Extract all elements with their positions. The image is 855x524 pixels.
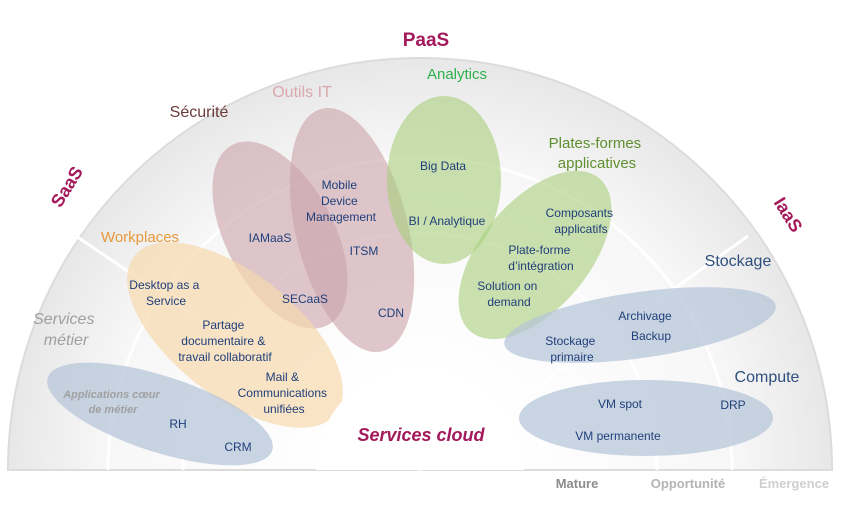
ellipse-plates-formes bbox=[458, 170, 612, 340]
item-itsm: ITSM bbox=[350, 244, 379, 258]
item-desktop: Desktop as a Service bbox=[129, 278, 202, 308]
item-secaas: SECaaS bbox=[282, 292, 328, 306]
ellipse-compute bbox=[519, 380, 773, 456]
item-partage: Partage documentaire & travail collabora… bbox=[178, 318, 272, 364]
item-drp: DRP bbox=[720, 398, 745, 412]
category-compute: Compute bbox=[735, 369, 800, 386]
ellipse-stockage bbox=[504, 287, 776, 363]
legend-mature: Mature bbox=[556, 476, 599, 491]
layer-iaas: IaaS bbox=[770, 194, 807, 236]
ellipse-outils-it bbox=[289, 107, 415, 353]
legend-opportunite: Opportunité bbox=[651, 476, 725, 491]
category-services-metier: Services métier bbox=[33, 311, 99, 349]
category-plates-formes: Plates-formes applicatives bbox=[549, 135, 646, 172]
item-cdn: CDN bbox=[378, 306, 404, 320]
legend-emergence: Émergence bbox=[759, 476, 829, 491]
ellipse-services-metier bbox=[47, 362, 273, 466]
item-bi-analytique: BI / Analytique bbox=[409, 214, 486, 228]
item-applications-coeur: Applications cœur de métier bbox=[62, 389, 163, 416]
item-vm-spot: VM spot bbox=[598, 397, 643, 411]
ellipse-workplaces bbox=[127, 242, 343, 428]
item-rh: RH bbox=[169, 417, 186, 431]
category-analytics: Analytics bbox=[427, 66, 487, 83]
category-securite: Sécurité bbox=[170, 104, 229, 121]
item-mail: Mail & Communications unifiées bbox=[238, 370, 331, 416]
item-crm: CRM bbox=[224, 440, 251, 454]
item-mdm: Mobile Device Management bbox=[306, 178, 377, 224]
item-plateforme-integration: Plate-forme d’intégration bbox=[508, 243, 573, 273]
item-vm-permanente: VM permanente bbox=[575, 429, 661, 443]
core-semicircle bbox=[316, 366, 524, 470]
item-solution-demand: Solution on demand bbox=[477, 279, 540, 309]
item-backup: Backup bbox=[631, 329, 671, 343]
item-archivage: Archivage bbox=[618, 309, 672, 323]
item-composants: Composants applicatifs bbox=[546, 206, 617, 236]
layer-saas: SaaS bbox=[47, 163, 87, 211]
item-stockage-primaire: Stockage primaire bbox=[545, 334, 598, 364]
layer-paas: PaaS bbox=[403, 30, 449, 51]
category-outils-it: Outils IT bbox=[272, 84, 332, 101]
ellipse-analytics bbox=[387, 96, 501, 264]
center-label: Services cloud bbox=[357, 425, 485, 445]
item-big-data: Big Data bbox=[420, 159, 466, 173]
category-stockage: Stockage bbox=[705, 253, 772, 270]
category-workplaces: Workplaces bbox=[101, 229, 179, 246]
item-iamaas: IAMaaS bbox=[249, 231, 292, 245]
